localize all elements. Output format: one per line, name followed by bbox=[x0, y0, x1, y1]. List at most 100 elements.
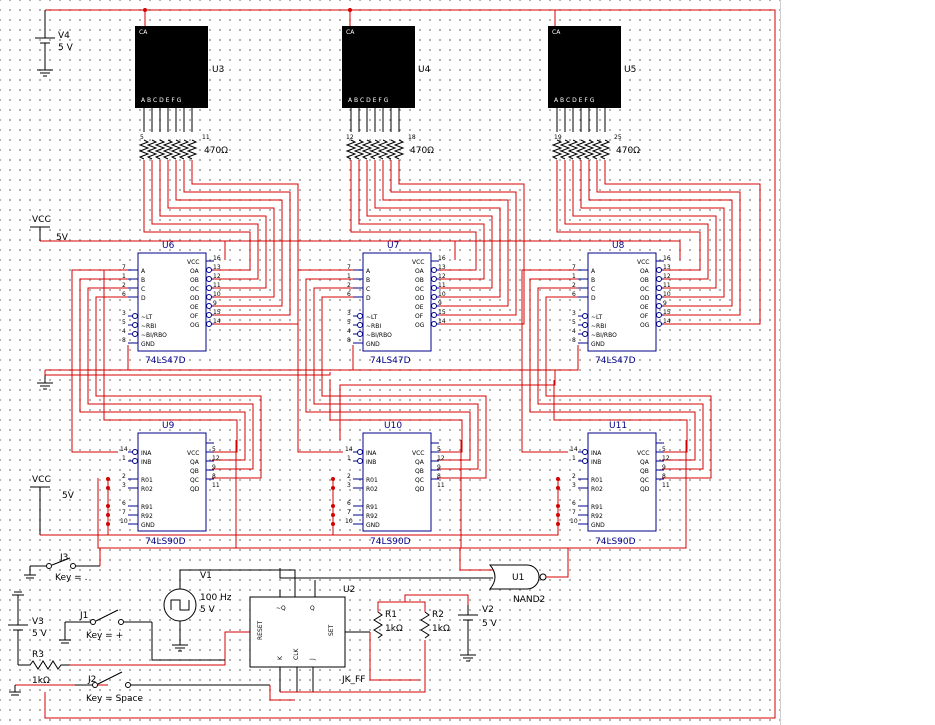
counter-u9[interactable]: U9 74LS90D 14 1 2 3 6 7 10 INA INB R01 R… bbox=[106, 421, 220, 547]
resistor-value: 1kΩ bbox=[432, 624, 450, 634]
pin-num: 12 bbox=[212, 455, 220, 462]
pin-label: OE bbox=[415, 304, 424, 311]
pin-num: 9 bbox=[437, 464, 441, 471]
pin-num: 15 bbox=[213, 309, 221, 316]
pin-label: OA bbox=[190, 268, 200, 275]
v2-name: V2 bbox=[482, 605, 494, 615]
ff-reset-label: RESET bbox=[257, 620, 264, 640]
pin-num: 11 bbox=[437, 482, 445, 489]
pin-num: 8 bbox=[437, 473, 441, 480]
pin-num: 11 bbox=[662, 482, 670, 489]
pin-num: 1 bbox=[572, 273, 576, 280]
battery-v3[interactable]: V3 5 V bbox=[8, 591, 48, 665]
switch-j2[interactable]: J2 Key = Space bbox=[75, 671, 270, 704]
v4-value: 5 V bbox=[58, 43, 74, 53]
pin-num: 14 bbox=[213, 318, 221, 325]
display-resistor-value: 470Ω bbox=[410, 146, 434, 156]
pin-num: 16 bbox=[663, 255, 671, 262]
pin-label: R01 bbox=[366, 477, 378, 484]
pin-num: 5 bbox=[662, 446, 666, 453]
pin-num: 6 bbox=[122, 291, 126, 298]
chip-ref: U7 bbox=[387, 241, 399, 251]
display-u5[interactable]: CA A B C D E F G U5 19 25 470Ω bbox=[548, 26, 640, 160]
chip-ref: U10 bbox=[384, 421, 402, 431]
pin-label: B bbox=[366, 277, 370, 284]
clock-source-v1[interactable]: V1 100 Hz 5 V bbox=[163, 569, 250, 652]
pin-label: INA bbox=[141, 450, 152, 457]
pin-num: 12 bbox=[437, 455, 445, 462]
decoder-u7[interactable]: U7 74LS47D 7 1 2 6 3 5 4 8 A B C D ~LT ~… bbox=[347, 241, 446, 366]
pin-label: QC bbox=[415, 477, 424, 484]
resistor-r1[interactable]: R1 1kΩ bbox=[373, 610, 403, 639]
pin-label: OG bbox=[415, 322, 425, 329]
pin-label: QD bbox=[190, 486, 200, 493]
pin-label: ~RBI bbox=[591, 323, 606, 330]
display-ref: U3 bbox=[212, 65, 224, 75]
vcc-top[interactable]: VCC 5V bbox=[30, 215, 69, 243]
pin-label: OG bbox=[640, 322, 650, 329]
pin-num: 3 bbox=[347, 310, 351, 317]
pin-num: 12 bbox=[438, 273, 446, 280]
pin-num: 7 bbox=[347, 264, 351, 271]
display-ca-label: CA bbox=[346, 29, 355, 36]
pin-label: ~LT bbox=[141, 314, 153, 321]
battery-v4[interactable]: V4 5 V bbox=[35, 10, 74, 77]
pin-num: 14 bbox=[570, 446, 578, 453]
pin-label: OB bbox=[190, 277, 199, 284]
pin-label: R02 bbox=[366, 486, 378, 493]
battery-v2[interactable]: V2 5 V bbox=[458, 605, 498, 662]
pin-num: 4 bbox=[122, 328, 126, 335]
pin-num: 10 bbox=[213, 291, 221, 298]
pin-label: OD bbox=[190, 295, 200, 302]
ground-symbol bbox=[37, 370, 53, 390]
resistor-r3[interactable]: R3 1kΩ bbox=[18, 650, 70, 686]
vcc-bottom[interactable]: VCC 5V bbox=[30, 475, 75, 535]
gate-ref: U1 bbox=[512, 573, 524, 583]
decoder-u6[interactable]: U6 74LS47D 7 1 2 6 3 5 4 8 A B C D ~LT ~… bbox=[122, 241, 221, 366]
pin-num: 3 bbox=[347, 482, 351, 489]
pin-num: 7 bbox=[122, 264, 126, 271]
pin-num: 10 bbox=[663, 291, 671, 298]
counter-u11[interactable]: U11 74LS90D 14 1 2 3 6 7 10 INA INB R01 … bbox=[556, 421, 670, 547]
pin-num: 14 bbox=[663, 318, 671, 325]
chip-part: 74LS47D bbox=[595, 356, 636, 366]
chip-ref: U8 bbox=[612, 241, 625, 251]
decoder-u8[interactable]: U8 74LS47D 7 1 2 6 3 5 4 8 A B C D ~LT ~… bbox=[572, 241, 671, 366]
gate-part: NAND2 bbox=[513, 595, 545, 605]
pin-label: C bbox=[591, 286, 595, 293]
pin-num: 5 bbox=[122, 319, 126, 326]
vcc-bottom-label: VCC bbox=[32, 475, 51, 485]
pin-num: 1 bbox=[122, 273, 126, 280]
pin-label: ~BI/RBO bbox=[141, 332, 167, 339]
display-resistor-value: 470Ω bbox=[616, 146, 640, 156]
vcc-rail-decoders bbox=[40, 240, 681, 260]
v3-name: V3 bbox=[32, 617, 44, 627]
nand-gate-u1[interactable]: U1 NAND2 bbox=[488, 564, 547, 605]
pin-label: INB bbox=[366, 459, 376, 466]
counter-u10[interactable]: U10 74LS90D 14 1 2 3 6 7 10 INA INB R01 … bbox=[331, 421, 445, 547]
resistor-r2[interactable]: R2 1kΩ bbox=[420, 610, 450, 639]
switch-j1[interactable]: J1 Key = + bbox=[59, 609, 152, 644]
jk-flipflop-u2[interactable]: U2 JK_FF ~Q Q RESET SET K CLK J bbox=[249, 580, 370, 692]
switch-j3[interactable]: J3 Key = . bbox=[24, 553, 100, 583]
ff-part: JK_FF bbox=[341, 675, 365, 685]
pin-label: OE bbox=[190, 304, 199, 311]
top-supply-rail bbox=[44, 9, 776, 719]
pin-label: QA bbox=[415, 459, 425, 466]
pin-num: 13 bbox=[438, 264, 446, 271]
chip-part: 74LS90D bbox=[370, 537, 411, 547]
display-u4[interactable]: CA A B C D E F G U4 12 18 470Ω bbox=[342, 26, 434, 160]
pin-num: 10 bbox=[345, 518, 353, 525]
pin-num: 7 bbox=[572, 509, 576, 516]
display-u3[interactable]: CA A B C D E F G U3 5 11 470Ω bbox=[135, 26, 228, 160]
pin-label: C bbox=[141, 286, 145, 293]
pin-num: 7 bbox=[572, 264, 576, 271]
gnd-rail-decoders bbox=[45, 345, 129, 371]
pin-label: ~BI/RBO bbox=[366, 332, 392, 339]
pin-label: OB bbox=[415, 277, 424, 284]
pin-label: A bbox=[141, 268, 146, 275]
pin-num: 10 bbox=[438, 291, 446, 298]
pin-label: ~RBI bbox=[141, 323, 156, 330]
pin-num: 10 bbox=[570, 518, 578, 525]
